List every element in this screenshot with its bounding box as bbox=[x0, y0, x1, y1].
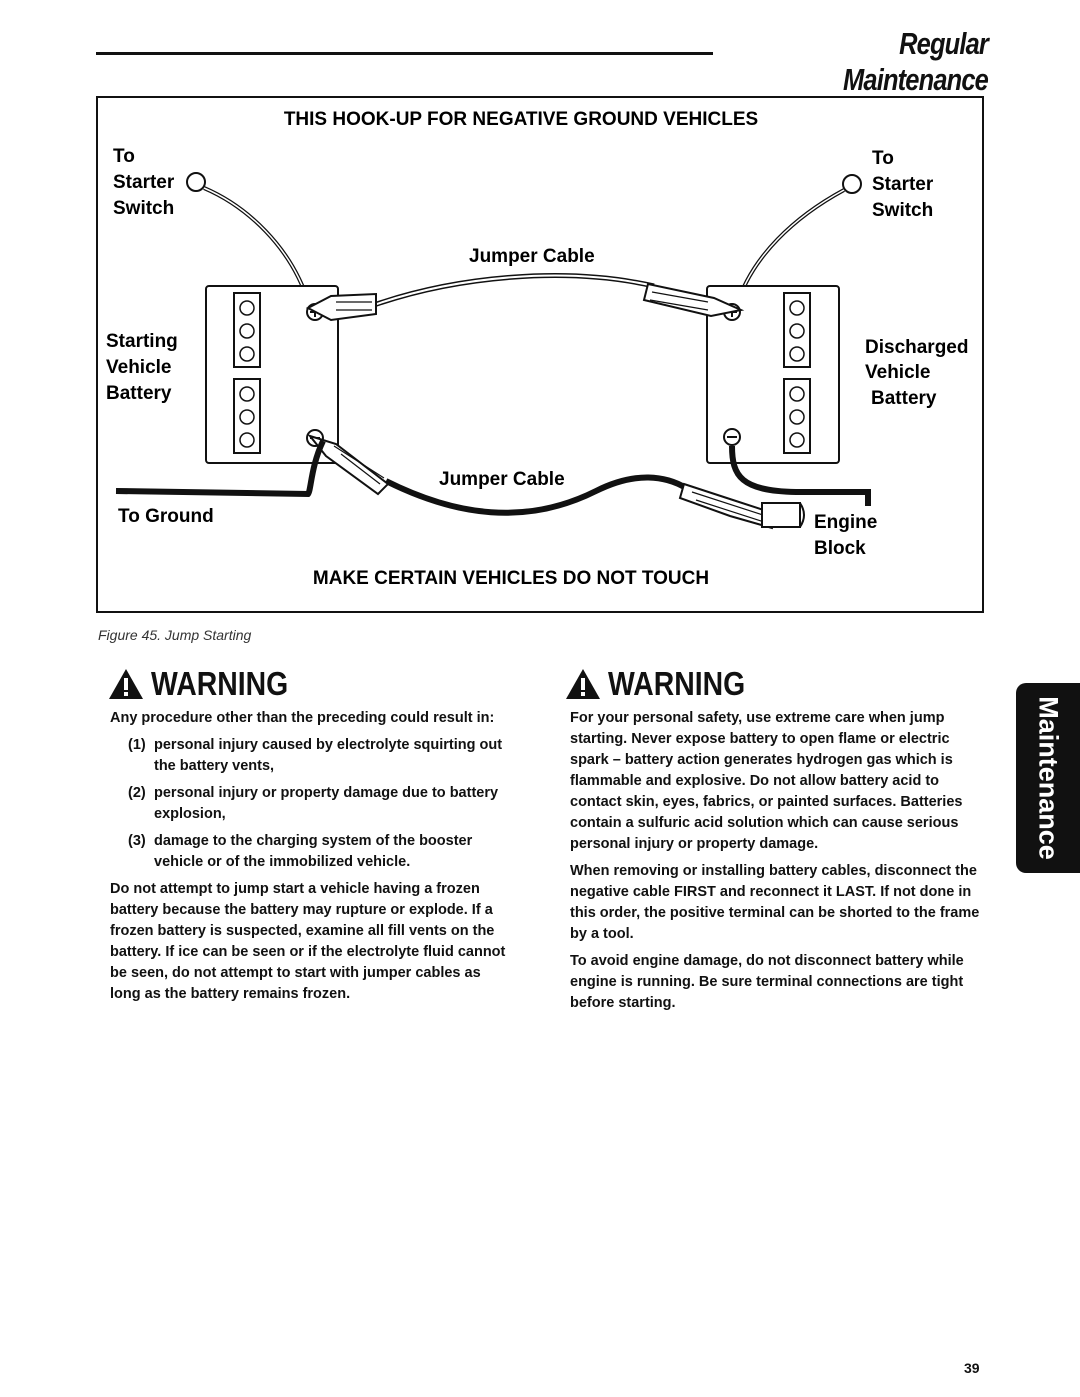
discharged-battery-line3: Battery bbox=[871, 388, 937, 409]
left-starter-terminal-icon bbox=[186, 172, 206, 192]
warning-right-heading: WARNING bbox=[564, 665, 768, 702]
list-item: (1) personal injury caused by electrolyt… bbox=[128, 737, 503, 774]
warning-triangle-icon bbox=[566, 669, 600, 699]
warning-right-body: For your personal safety, use extreme ca… bbox=[570, 708, 980, 1020]
warning-left-paragraph: Do not attempt to jump start a vehicle h… bbox=[110, 881, 506, 1002]
warning-right-paragraph-1: For your personal safety, use extreme ca… bbox=[570, 710, 963, 852]
figure-footer: MAKE CERTAIN VEHICLES DO NOT TOUCH bbox=[313, 568, 709, 589]
right-starter-terminal-icon bbox=[842, 174, 862, 194]
warning-right-paragraph-3: To avoid engine damage, do not disconnec… bbox=[570, 953, 964, 1011]
discharged-battery-line1: Discharged bbox=[865, 337, 968, 358]
right-starter-line1: To bbox=[872, 148, 894, 169]
discharged-ground-cable bbox=[729, 445, 871, 506]
starting-battery-line1: Starting bbox=[106, 331, 178, 352]
side-tab-label: Maintenance bbox=[1033, 696, 1064, 860]
right-starter-line2: Starter bbox=[872, 174, 934, 195]
engine-block-icon bbox=[761, 502, 805, 528]
starting-battery-line3: Battery bbox=[106, 383, 172, 404]
negative-jumper-cable bbox=[384, 474, 688, 516]
left-negative-clamp-icon bbox=[307, 434, 390, 496]
warning-right-word: WARNING bbox=[608, 665, 746, 702]
right-positive-clamp-icon bbox=[642, 282, 745, 318]
left-positive-clamp-icon bbox=[305, 292, 377, 322]
jump-starting-figure: THIS HOOK-UP FOR NEGATIVE GROUND VEHICLE… bbox=[96, 96, 984, 613]
list-item: (3) damage to the charging system of the… bbox=[128, 833, 473, 870]
warning-left-word: WARNING bbox=[151, 665, 289, 702]
to-ground-label: To Ground bbox=[118, 506, 214, 527]
starting-ground-cable bbox=[115, 439, 326, 498]
left-starter-line1: To bbox=[113, 146, 135, 167]
discharged-battery-line2: Vehicle bbox=[865, 362, 931, 383]
header-rule bbox=[96, 52, 713, 55]
warning-left-intro: Any procedure other than the preceding c… bbox=[110, 710, 495, 726]
jumper-cable-top-label: Jumper Cable bbox=[469, 246, 595, 267]
warning-right-paragraph-2: When removing or installing battery cabl… bbox=[570, 863, 980, 942]
starting-battery-line2: Vehicle bbox=[106, 357, 172, 378]
engine-block-line2: Block bbox=[814, 538, 866, 559]
page-number: 39 bbox=[964, 1360, 980, 1376]
engine-block-line1: Engine bbox=[814, 512, 877, 533]
right-starter-line3: Switch bbox=[872, 200, 933, 221]
list-item: (2) personal injury or property damage d… bbox=[128, 785, 499, 822]
side-tab-maintenance: Maintenance bbox=[1016, 683, 1080, 873]
discharged-vehicle-battery bbox=[706, 285, 840, 464]
warning-triangle-icon bbox=[109, 669, 143, 699]
starting-vehicle-battery bbox=[205, 285, 339, 464]
jumper-cable-bottom-label: Jumper Cable bbox=[439, 469, 565, 490]
left-starter-line3: Switch bbox=[113, 198, 174, 219]
figure-title: THIS HOOK-UP FOR NEGATIVE GROUND VEHICLE… bbox=[284, 109, 758, 130]
left-starter-line2: Starter bbox=[113, 172, 175, 193]
page-section-title: Regular Maintenance bbox=[843, 26, 989, 97]
warning-left-heading: WARNING bbox=[107, 665, 311, 702]
figure-caption: Figure 45. Jump Starting bbox=[98, 627, 252, 643]
warning-left-body: Any procedure other than the preceding c… bbox=[110, 708, 510, 1011]
left-starter-wire-inner bbox=[203, 187, 310, 305]
